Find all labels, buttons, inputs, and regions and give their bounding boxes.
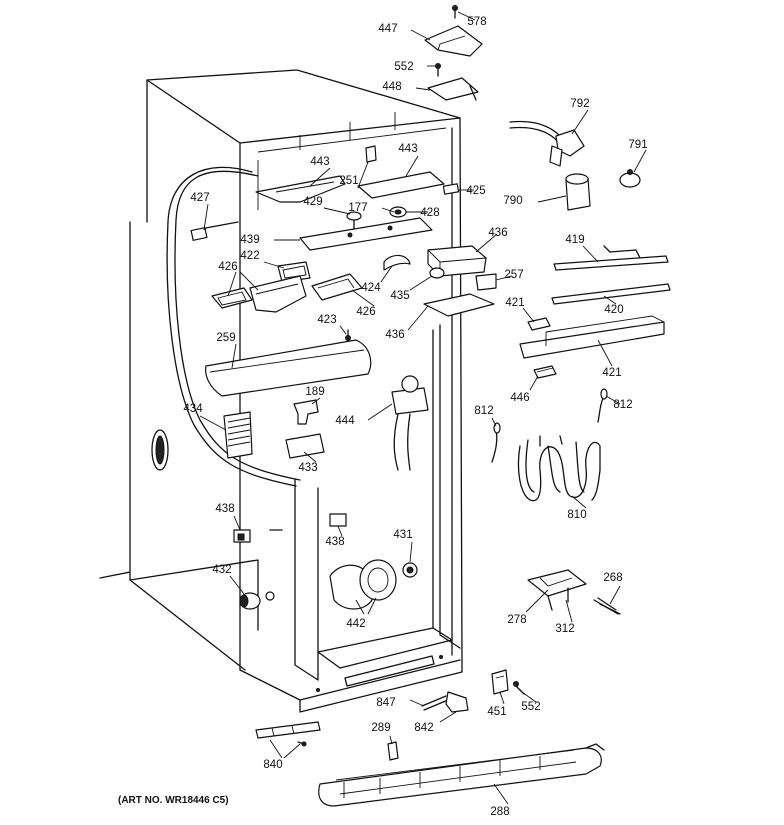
part-callout-289: 289	[371, 722, 390, 734]
part-callout-439: 439	[240, 234, 259, 246]
part-callout-423: 423	[317, 314, 336, 326]
part-callout-790: 790	[503, 195, 522, 207]
leader-lines	[199, 11, 647, 805]
part-callout-436: 436	[488, 227, 507, 239]
part-callout-432: 432	[212, 564, 231, 576]
part-callout-791: 791	[628, 139, 647, 151]
part-callout-422: 422	[240, 250, 259, 262]
part-callout-435: 435	[390, 290, 409, 302]
part-callout-424: 424	[361, 282, 381, 294]
part-callout-434: 434	[183, 403, 203, 415]
part-callout-438: 438	[215, 503, 234, 515]
part-callout-451: 451	[487, 706, 506, 718]
part-callout-842: 842	[414, 722, 433, 734]
part-callout-442: 442	[346, 618, 365, 630]
part-callout-426: 426	[218, 261, 237, 273]
part-callout-792: 792	[570, 98, 589, 110]
part-callout-278: 278	[507, 614, 526, 626]
part-callout-840: 840	[263, 759, 282, 771]
part-callout-425: 425	[466, 185, 485, 197]
part-callout-428: 428	[420, 207, 439, 219]
part-callout-259: 259	[216, 332, 235, 344]
part-callout-810: 810	[567, 509, 586, 521]
part-callout-421: 421	[505, 297, 524, 309]
art-number: (ART NO. WR18446 C5)	[118, 795, 229, 806]
part-callout-312: 312	[555, 623, 574, 635]
lower-left-parts	[233, 513, 418, 610]
bottom-parts	[255, 721, 605, 807]
part-callout-812: 812	[474, 405, 493, 417]
part-callout-288: 288	[490, 806, 509, 818]
part-callout-419: 419	[565, 234, 584, 246]
part-callout-446: 446	[510, 392, 529, 404]
cabinet-outline	[99, 69, 463, 713]
part-callout-268: 268	[603, 572, 622, 584]
part-callout-578: 578	[467, 16, 486, 28]
top-parts	[205, 5, 497, 471]
part-callout-812: 812	[613, 399, 632, 411]
part-callout-420: 420	[604, 304, 623, 316]
part-callout-433: 433	[298, 462, 317, 474]
part-callout-552: 552	[521, 701, 540, 713]
part-callout-436: 436	[385, 329, 404, 341]
part-callout-421: 421	[602, 367, 621, 379]
part-callout-447: 447	[378, 23, 397, 35]
part-callout-429: 429	[303, 196, 322, 208]
part-callout-552: 552	[394, 61, 413, 73]
part-callout-847: 847	[376, 697, 395, 709]
part-callout-251: 251	[339, 175, 358, 187]
right-parts	[421, 120, 671, 713]
callout-labels: 578 447 552 448 792 791 443 443 251 425 790 427 429 1…	[183, 16, 647, 818]
part-callout-426: 426	[356, 306, 375, 318]
part-callout-448: 448	[382, 81, 401, 93]
part-callout-189: 189	[305, 386, 324, 398]
part-callout-177: 177	[348, 202, 367, 214]
part-callout-257: 257	[504, 269, 523, 281]
part-callout-443: 443	[398, 143, 417, 155]
part-callout-443: 443	[310, 156, 329, 168]
part-callout-438: 438	[325, 536, 344, 548]
part-callout-427: 427	[190, 192, 209, 204]
part-callout-431: 431	[393, 529, 412, 541]
part-callout-444: 444	[335, 415, 355, 427]
